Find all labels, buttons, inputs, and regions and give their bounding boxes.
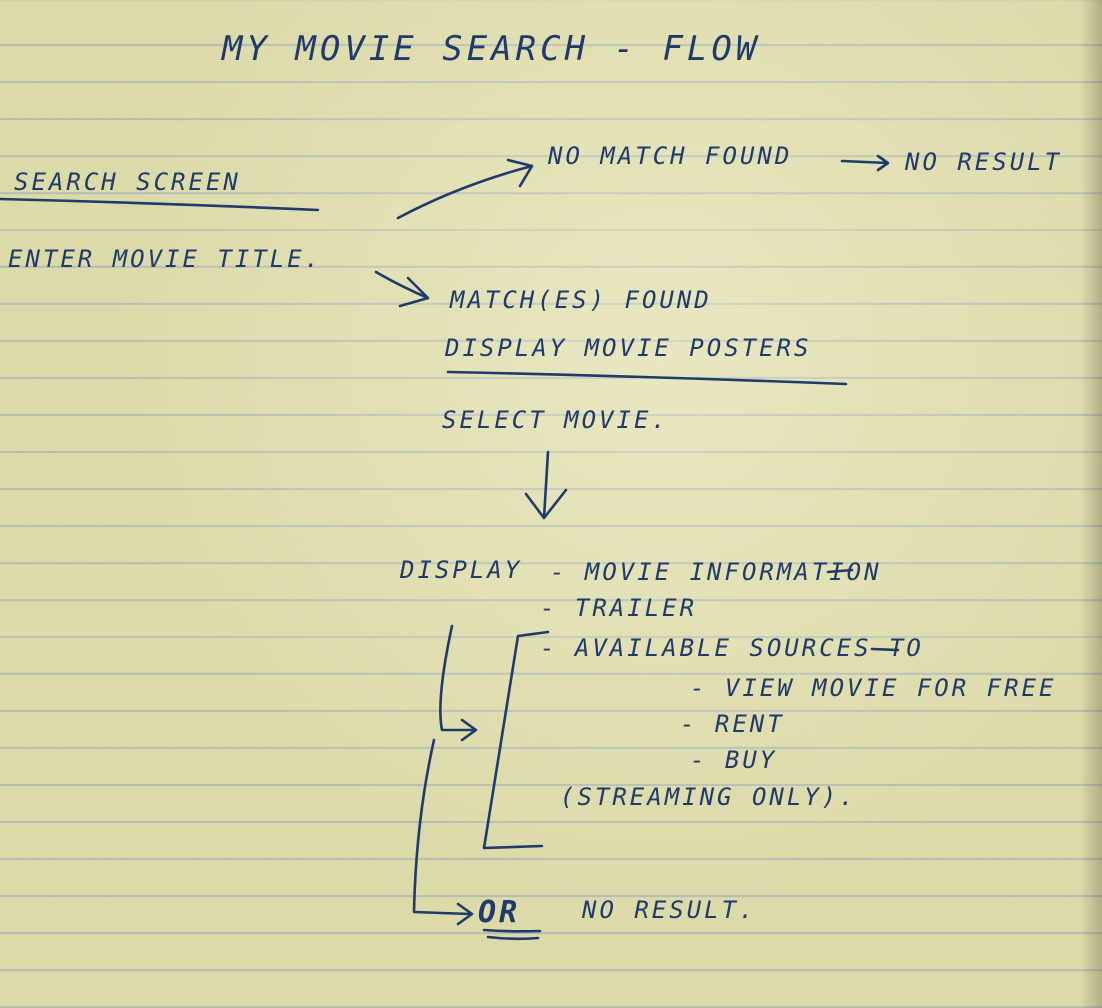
- search-screen-underline: [0, 197, 320, 212]
- display-item-available-sources: - Available Sources to: [540, 634, 924, 662]
- select-movie-step: Select Movie.: [442, 406, 669, 434]
- page-title: My Movie Search - Flow: [222, 29, 761, 69]
- search-screen-heading: Search Screen: [14, 168, 241, 196]
- display-posters-heading: Display Movie Posters: [445, 334, 812, 362]
- display-posters-underline: [446, 370, 848, 386]
- or-label: OR: [478, 895, 521, 930]
- source-option-view-free: - View Movie for Free: [690, 674, 1057, 702]
- source-option-buy: - Buy: [690, 746, 778, 774]
- page-edge-shadow: [1080, 0, 1102, 1008]
- enter-movie-title-step: Enter Movie Title.: [8, 245, 323, 273]
- display-item-movie-information: - Movie Information: [550, 558, 882, 586]
- source-option-rent: - Rent: [680, 710, 785, 738]
- arrow-to-match: [374, 270, 430, 308]
- arrow-to-no-match: [396, 158, 534, 220]
- no-match-result: No Result: [905, 148, 1063, 176]
- or-branch-arrow: [412, 738, 474, 926]
- bracket-arrow-to-sources: [439, 624, 478, 742]
- alternative-no-result: No Result.: [582, 896, 757, 924]
- streaming-only-note: (Streaming Only).: [560, 783, 857, 811]
- available-sources-tail: [870, 647, 900, 652]
- down-arrow-to-display: [524, 450, 568, 520]
- bracket-sources: [482, 630, 550, 850]
- match-label: Match(es) Found: [450, 286, 712, 314]
- no-match-to-result-arrow: [840, 154, 890, 172]
- display-item-trailer: - Trailer: [540, 594, 698, 622]
- display-label: Display: [400, 556, 523, 584]
- movie-information-tail: [826, 568, 854, 574]
- or-underline: [482, 928, 542, 941]
- no-match-label: No Match Found: [548, 142, 793, 170]
